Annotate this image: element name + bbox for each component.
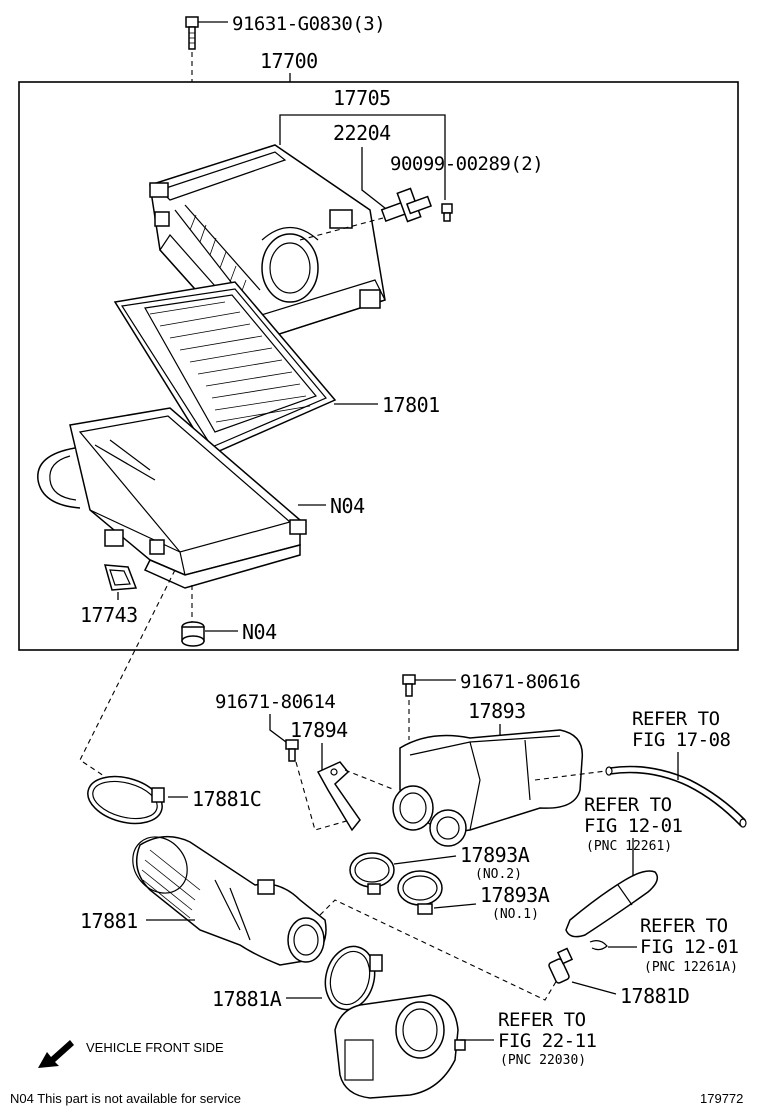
bracket-17743[interactable] bbox=[103, 564, 138, 591]
label-17700[interactable]: 17700 bbox=[260, 49, 318, 73]
assembly-box-17700 bbox=[18, 81, 739, 651]
ref-2-line1: REFER TO bbox=[584, 794, 672, 816]
label-n04-a[interactable]: N04 bbox=[330, 494, 366, 518]
screw-90099[interactable] bbox=[441, 203, 453, 222]
arrow-down-left-icon bbox=[38, 1040, 74, 1068]
label-17881c[interactable]: 17881C bbox=[192, 787, 262, 811]
ref-4-line1: REFER TO bbox=[498, 1009, 586, 1031]
ref-2-line3: (PNC 12261) bbox=[586, 839, 672, 854]
label-91631[interactable]: 91631-G0830(3) bbox=[232, 13, 386, 35]
label-17881a[interactable]: 17881A bbox=[212, 987, 282, 1011]
filter-element-17801[interactable] bbox=[113, 281, 337, 456]
sublabel-17893a-no1: (NO.1) bbox=[492, 907, 539, 922]
vehicle-front-label: VEHICLE FRONT SIDE bbox=[86, 1040, 224, 1055]
guide-17894 bbox=[295, 761, 351, 831]
leader-91671-80614 bbox=[269, 714, 291, 746]
diagram-code: 179772 bbox=[700, 1091, 743, 1106]
fitting-17881d[interactable] bbox=[548, 947, 574, 984]
ref-3-line1: REFER TO bbox=[640, 915, 728, 937]
clamp-17881a[interactable] bbox=[319, 941, 383, 1015]
ref-4-line3: (PNC 22030) bbox=[500, 1053, 586, 1068]
label-17743[interactable]: 17743 bbox=[80, 603, 138, 627]
vacuum-hose-ref[interactable] bbox=[605, 765, 747, 828]
leader-22204 bbox=[361, 147, 391, 213]
label-17893a-no2[interactable]: 17893A bbox=[460, 843, 530, 867]
clip-12261a-ref[interactable] bbox=[589, 940, 608, 951]
leader-17893a-no1 bbox=[433, 903, 477, 909]
sublabel-17893a-no2: (NO.2) bbox=[475, 867, 522, 882]
ref-2-line2: FIG 12-01 bbox=[584, 815, 683, 837]
bolt-91671-80614[interactable] bbox=[285, 739, 299, 762]
label-91671-80616[interactable]: 91671-80616 bbox=[460, 671, 581, 693]
ref-1-line2: FIG 17-08 bbox=[632, 729, 731, 751]
throttle-body-ref[interactable] bbox=[334, 994, 466, 1099]
grommet-n04[interactable] bbox=[181, 621, 205, 647]
label-91671-80614[interactable]: 91671-80614 bbox=[215, 691, 336, 713]
air-flow-meter-22204[interactable] bbox=[380, 187, 433, 223]
air-hose-17881[interactable] bbox=[122, 826, 327, 966]
guide-ref-1 bbox=[534, 770, 607, 781]
label-17893a-no1[interactable]: 17893A bbox=[480, 883, 550, 907]
bolt-91631[interactable] bbox=[185, 16, 199, 50]
leader-17893a-no2 bbox=[393, 855, 457, 865]
label-17801[interactable]: 17801 bbox=[382, 393, 440, 417]
clamp-17893a-no1[interactable] bbox=[397, 870, 443, 915]
leader-17881d bbox=[571, 981, 617, 995]
bolt-91671-80616[interactable] bbox=[402, 674, 416, 697]
hose-12261-ref[interactable] bbox=[565, 870, 659, 938]
guide-17894-b bbox=[344, 769, 396, 791]
guide-17881d bbox=[319, 899, 561, 1001]
label-17705[interactable]: 17705 bbox=[333, 86, 391, 110]
label-n04-b[interactable]: N04 bbox=[242, 620, 278, 644]
label-17881d[interactable]: 17881D bbox=[620, 984, 690, 1008]
bracket-17894[interactable] bbox=[316, 761, 361, 832]
label-17894[interactable]: 17894 bbox=[290, 718, 349, 742]
clamp-17893a-no2[interactable] bbox=[349, 852, 395, 895]
label-90099[interactable]: 90099-00289(2) bbox=[390, 153, 544, 175]
leader-17705 bbox=[279, 114, 446, 200]
clamp-17881c[interactable] bbox=[83, 769, 168, 831]
resonator-17893[interactable] bbox=[392, 729, 584, 847]
ref-4-line2: FIG 22-11 bbox=[498, 1030, 597, 1052]
ref-3-line2: FIG 12-01 bbox=[640, 936, 739, 958]
ref-3-line3: (PNC 12261A) bbox=[644, 960, 738, 975]
footnote-n04: N04 This part is not available for servi… bbox=[10, 1091, 241, 1106]
label-17881[interactable]: 17881 bbox=[80, 909, 138, 933]
label-17893[interactable]: 17893 bbox=[468, 699, 526, 723]
label-22204[interactable]: 22204 bbox=[333, 121, 392, 145]
lower-air-cleaner-case[interactable] bbox=[37, 407, 307, 589]
ref-1-line1: REFER TO bbox=[632, 708, 720, 730]
guide-lower-case bbox=[79, 569, 176, 781]
